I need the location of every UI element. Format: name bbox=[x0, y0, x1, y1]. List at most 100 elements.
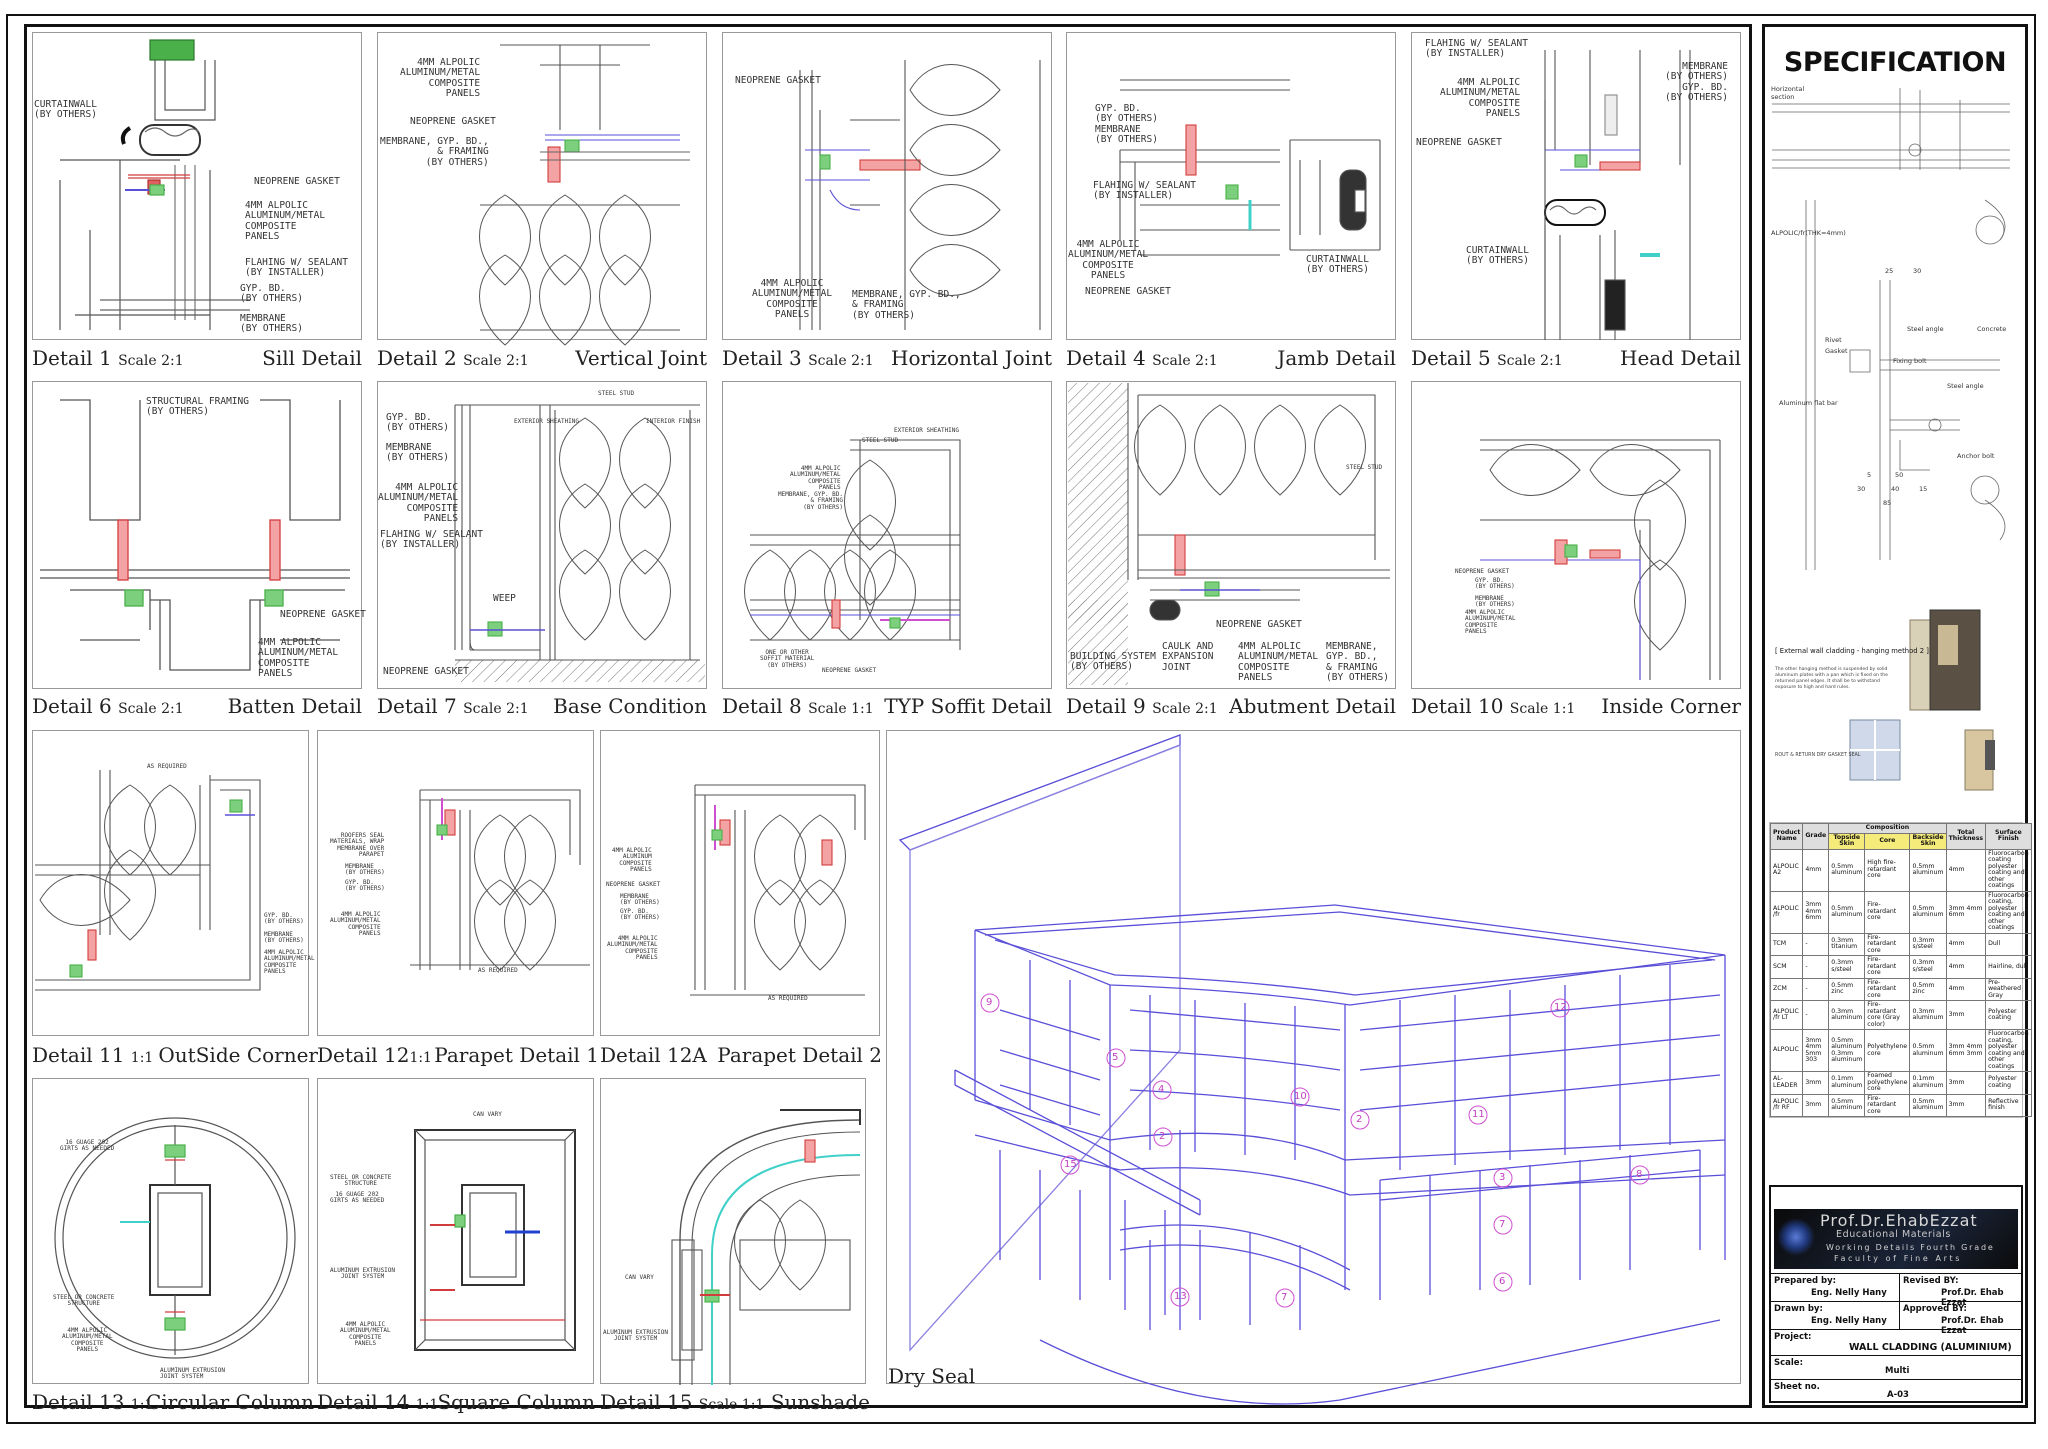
d8-note-panels: 4MM ALPOLIC ALUMINUM/METAL COMPOSITE PAN… bbox=[790, 465, 841, 492]
detail-7-drawing bbox=[454, 404, 705, 682]
spec-dim: 5 bbox=[1867, 471, 1872, 479]
approved-label: Approved BY: bbox=[1903, 1304, 1967, 1314]
product-cell: 3mm bbox=[1945, 1093, 1987, 1117]
d8-note-soffit: ONE OR OTHER SOFFIT MATERIAL (BY OTHERS) bbox=[760, 649, 815, 669]
d5-note-membrane: MEMBRANE (BY OTHERS) GYP. BD. (BY OTHERS… bbox=[1665, 61, 1728, 103]
d7-note-flashing: FLAHING W/ SEALANT (BY INSTALLER) bbox=[380, 529, 483, 551]
product-cell: 0.5mm aluminum bbox=[1828, 848, 1866, 892]
spec-dim: 25 bbox=[1885, 267, 1894, 275]
product-cell: 0.5mm aluminum bbox=[1909, 1029, 1947, 1072]
d7-note-gasket: NEOPRENE GASKET bbox=[383, 666, 469, 677]
iso-callout: 5 bbox=[1112, 1052, 1119, 1063]
revised-label: Revised BY: bbox=[1903, 1276, 1959, 1286]
tb-row-prepared: Prepared by: Eng. Nelly Hany Revised BY:… bbox=[1771, 1273, 2021, 1330]
revised-value: Prof.Dr. Ehab Ezzat bbox=[1941, 1288, 2004, 1308]
d2-note-panels: 4MM ALPOLIC ALUMINUM/METAL COMPOSITE PAN… bbox=[400, 57, 481, 99]
iso-callout: 10 bbox=[1294, 1091, 1307, 1102]
product-cell: SCM bbox=[1769, 955, 1804, 979]
drawing-area-border bbox=[24, 24, 1752, 1408]
detail-3-drawing bbox=[799, 60, 1041, 330]
th-product: Product Name bbox=[1769, 823, 1804, 850]
d13-note-girts: 16 GUAGE 202 GIRTS AS NEEDED bbox=[60, 1139, 115, 1153]
d5-note-panels: 4MM ALPOLIC ALUMINUM/METAL COMPOSITE PAN… bbox=[1440, 77, 1521, 119]
th-finish: Surface Finish bbox=[1985, 823, 2032, 850]
d9-note-stud: STEEL STUD bbox=[1346, 464, 1383, 471]
d11-note-membrane: MEMBRANE (BY OTHERS) bbox=[264, 931, 304, 945]
d12-note-panels: 4MM ALPOLIC ALUMINUM/METAL COMPOSITE PAN… bbox=[330, 911, 381, 938]
spec-dim: 50 bbox=[1895, 471, 1904, 479]
product-cell: 0.3mm titanium bbox=[1828, 932, 1866, 956]
product-table-box: Product Name Grade Composition Total Thi… bbox=[1769, 822, 2032, 1118]
spec-label: Rivet bbox=[1825, 336, 1842, 344]
spec-title: SPECIFICATION bbox=[1783, 47, 2007, 78]
logo-glow bbox=[1778, 1217, 1814, 1257]
product-cell: Fire-retardant core (Gray color) bbox=[1864, 1000, 1911, 1030]
detail-6-panel bbox=[32, 381, 362, 689]
d1-note-gyp: GYP. BD. (BY OTHERS) bbox=[240, 283, 303, 305]
product-cell: ALPOLIC A2 bbox=[1769, 848, 1804, 892]
product-cell: 3mm bbox=[1945, 1071, 1987, 1095]
d7-note-sheathing: EXTERIOR SHEATHING bbox=[514, 418, 580, 425]
d8-note-sheathing: EXTERIOR SHEATHING bbox=[894, 427, 960, 434]
d12a-note-membrane: MEMBRANE (BY OTHERS) bbox=[620, 893, 660, 907]
product-cell: ALPOLIC /fr RF bbox=[1769, 1093, 1804, 1117]
product-cell: 0.5mm aluminum bbox=[1828, 1093, 1866, 1117]
d1-note-gasket: NEOPRENE GASKET bbox=[254, 176, 340, 187]
detail-15-panel bbox=[600, 1078, 866, 1384]
d12a-note-panels2: 4MM ALPOLIC ALUMINUM/METAL COMPOSITE PAN… bbox=[607, 935, 658, 962]
d1-note-membrane: MEMBRANE (BY OTHERS) bbox=[240, 313, 303, 335]
iso-callout: 7 bbox=[1499, 1219, 1506, 1230]
product-cell: 0.5mm aluminum bbox=[1828, 890, 1866, 934]
d12-note-gyp: GYP. BD. (BY OTHERS) bbox=[345, 879, 385, 893]
product-cell: High fire-retardant core bbox=[1864, 848, 1911, 892]
d6-note-panels: 4MM ALPOLIC ALUMINUM/METAL COMPOSITE PAN… bbox=[258, 637, 339, 679]
spec-label: Steel angle bbox=[1947, 382, 1984, 390]
d3-note-panels: 4MM ALPOLIC ALUMINUM/METAL COMPOSITE PAN… bbox=[752, 278, 833, 320]
spec-dim: 40 bbox=[1891, 485, 1900, 493]
detail-11-panel bbox=[32, 730, 309, 1036]
product-cell: 4mm bbox=[1945, 977, 1987, 1001]
spec-label: ALPOLIC/fr(THK=4mm) bbox=[1771, 229, 1846, 237]
th-grade: Grade bbox=[1802, 823, 1830, 850]
logo-subtitle: Educational Materials bbox=[1836, 1229, 1951, 1240]
detail-1-panel bbox=[32, 32, 362, 340]
spec-hanging-note: The other hanging method is suspended by… bbox=[1775, 667, 1888, 690]
iso-callout: 6 bbox=[1499, 1276, 1506, 1287]
spec-label: Aluminum flat bar bbox=[1779, 399, 1838, 407]
product-cell: Polyester coating bbox=[1985, 1000, 2032, 1030]
d10-note-gyp: GYP. BD. (BY OTHERS) bbox=[1475, 577, 1515, 591]
d12-note-membrane: MEMBRANE (BY OTHERS) bbox=[345, 863, 385, 877]
sheet-outer-border bbox=[6, 14, 2036, 1424]
d8-note-stud: STEEL STUD bbox=[862, 437, 899, 444]
product-cell: 0.3mm aluminum bbox=[1909, 1000, 1947, 1030]
prepared-value: Eng. Nelly Hany bbox=[1811, 1288, 1887, 1298]
d15-note-canvary: CAN VARY bbox=[625, 1274, 654, 1281]
project-label: Project: bbox=[1774, 1332, 1812, 1342]
spec-vertical-section bbox=[1805, 199, 2006, 570]
product-cell: 3mm 4mm 6mm 3mm bbox=[1945, 1029, 1987, 1072]
d2-note-membrane: MEMBRANE, GYP. BD., & FRAMING (BY OTHERS… bbox=[380, 136, 489, 168]
product-cell: Fire-retardant core bbox=[1864, 955, 1911, 979]
product-cell: - bbox=[1802, 977, 1830, 1001]
spec-dim: 30 bbox=[1857, 485, 1866, 493]
iso-callout: 2 bbox=[1159, 1131, 1166, 1142]
tb-row-scale: Scale: Multi bbox=[1771, 1355, 2021, 1379]
spec-label: Concrete bbox=[1977, 325, 2007, 333]
product-cell: 0.5mm zinc bbox=[1909, 977, 1947, 1001]
d4-note-flashing: FLAHING W/ SEALANT (BY INSTALLER) bbox=[1093, 180, 1196, 202]
d7-note-membrane: MEMBRANE (BY OTHERS) bbox=[386, 442, 449, 464]
isometric-panel bbox=[886, 730, 1741, 1384]
iso-callout: 11 bbox=[1472, 1109, 1485, 1120]
product-cell: ZCM bbox=[1769, 977, 1804, 1001]
product-cell: Fluorocarbon coating, polyester coating … bbox=[1985, 890, 2032, 934]
